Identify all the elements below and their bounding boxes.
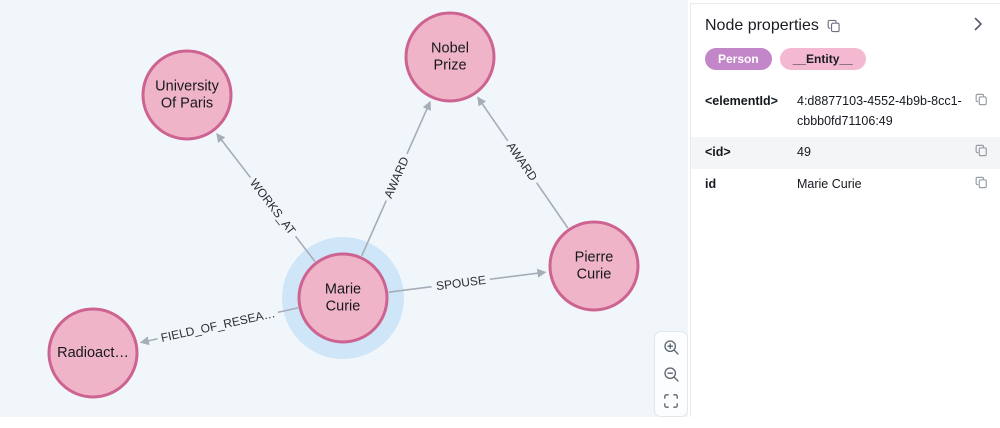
node-caption: Prize: [433, 58, 466, 74]
node-caption: Curie: [577, 267, 612, 283]
graph-node-radio[interactable]: Radioact…: [47, 307, 139, 399]
zoom-out-icon: [663, 366, 679, 382]
node-caption: Of Paris: [161, 96, 213, 112]
copy-icon: [975, 94, 987, 106]
property-row: <elementId> 4:d8877103-4552-4b9b-8cc1-cbb…: [691, 86, 1000, 137]
relationship-edge[interactable]: [139, 307, 299, 346]
copy-icon: [975, 176, 987, 188]
copy-icon: [975, 144, 987, 157]
copy-property-button[interactable]: [975, 176, 988, 189]
relationship-edge[interactable]: [388, 268, 547, 293]
property-value: 49: [797, 145, 811, 160]
copy-icon: [827, 19, 840, 33]
properties-table: <elementId> 4:d8877103-4552-4b9b-8cc1-cbb…: [691, 86, 1000, 200]
property-value: 4:d8877103-4552-4b9b-8cc1-cbbb0fd71106:4…: [797, 94, 962, 128]
relationship-edge[interactable]: [216, 133, 316, 263]
relationship-edge[interactable]: [477, 96, 569, 229]
chevron-right-icon: [974, 17, 982, 31]
graph-canvas[interactable]: WORKS_AT AWARD AWARD SPOUSE FIELD_OF_RESEA… U…: [0, 0, 688, 417]
copy-property-button[interactable]: [975, 93, 988, 106]
node-caption: University: [155, 79, 219, 95]
node-caption: Radioact…: [57, 345, 129, 361]
relationship-label[interactable]: SPOUSE: [431, 268, 491, 297]
zoom-out-button[interactable]: [659, 362, 683, 386]
fit-to-screen-button[interactable]: [659, 389, 683, 413]
node-label-pill-entity[interactable]: __Entity__: [779, 48, 866, 71]
property-key: <elementId>: [705, 94, 778, 109]
panel-title: Node properties: [705, 17, 819, 34]
property-value: Marie Curie: [797, 176, 862, 191]
relationship-label[interactable]: WORKS_AT: [243, 172, 304, 243]
copy-property-button[interactable]: [975, 144, 988, 157]
graph-canvas-svg: WORKS_AT AWARD AWARD SPOUSE FIELD_OF_RESEA… U…: [47, 11, 640, 399]
panel-header: Node properties: [691, 4, 1000, 41]
node-caption: Nobel: [431, 41, 469, 57]
relationship-label[interactable]: AWARD: [377, 150, 417, 205]
relationship-label[interactable]: AWARD: [499, 135, 545, 188]
node-caption: Pierre: [575, 250, 614, 266]
copy-all-properties-button[interactable]: [827, 19, 841, 33]
node-caption: Curie: [326, 299, 361, 315]
zoom-controls: [654, 331, 688, 417]
node-label-pill-person[interactable]: Person: [705, 48, 772, 71]
zoom-in-button[interactable]: [659, 335, 683, 359]
relationship-label[interactable]: FIELD_OF_RESEA…: [155, 302, 281, 350]
fit-to-screen-icon: [664, 394, 678, 408]
property-key: <id>: [705, 145, 731, 160]
collapse-panel-button[interactable]: [970, 16, 986, 32]
node-caption: Marie: [325, 282, 361, 298]
node-labels-row: Person __Entity__: [691, 41, 1000, 80]
property-key: id: [705, 176, 717, 191]
node-properties-panel: Node properties Person __Entity__ <elemen…: [690, 3, 1000, 417]
zoom-in-icon: [663, 339, 679, 355]
property-row: <id> 49: [691, 137, 1000, 169]
relationship-edge[interactable]: [360, 100, 431, 257]
property-row: id Marie Curie: [691, 169, 1000, 200]
